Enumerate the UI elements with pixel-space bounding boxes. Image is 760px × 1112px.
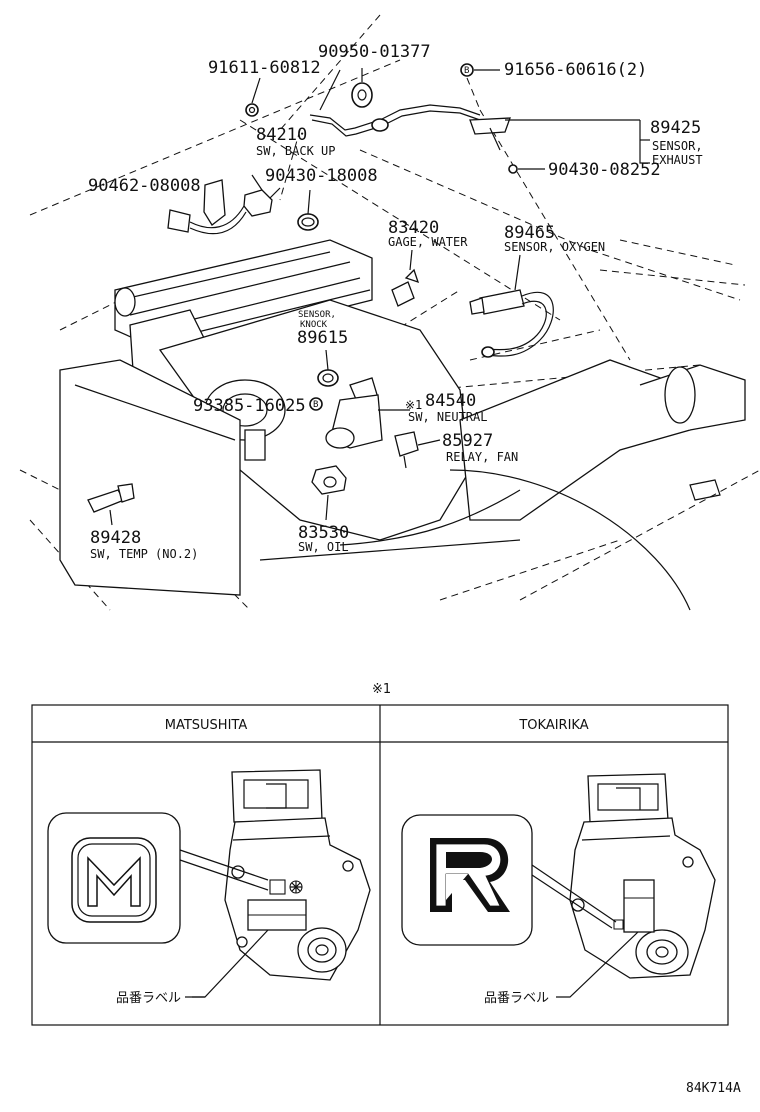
detail-mark: ※1 [372,682,391,697]
oxygen-sensor-part[interactable] [469,254,554,358]
tokairika-switch-drawing [531,773,716,998]
callout-84210-name: SW, BACK UP [256,144,335,158]
matsushita-switch-drawing [179,769,371,998]
callout-89615-name2: KNOCK [300,320,328,330]
gasket-90430-18008-part[interactable] [297,189,319,231]
callout-84540: 84540 [425,391,476,411]
callout-91611: 91611-60812 [208,58,321,78]
tokairika-logo-icon [430,838,510,912]
tokairika-panel: 品番ラベル [401,773,716,1006]
callout-90462: 90462-08008 [88,176,201,196]
callout-83530-name: SW, OIL [298,540,349,554]
svg-text:B: B [464,66,469,76]
callout-89425: 89425 [650,118,701,138]
callout-89465-name: SENSOR, OXYGEN [504,240,605,254]
backup-switch-part[interactable] [167,174,281,235]
label-hint-matsushita: 品番ラベル [116,991,181,1006]
matsushita-panel: 品番ラベル [47,769,371,1006]
callout-90950: 90950-01377 [318,42,431,62]
bolt-91656-part[interactable]: B [460,63,500,111]
fan-relay-part[interactable] [394,431,441,469]
engine-block [59,239,746,611]
callout-89425-name1: SENSOR, [652,139,703,153]
svg-text:B: B [313,400,318,410]
callout-89615: 89615 [297,328,348,348]
callout-91656: 91656-60616(2) [504,60,647,80]
callouts: 91611-60812 90950-01377 91656-60616(2) 8… [88,42,703,561]
oil-switch-part[interactable] [311,465,347,521]
callout-89428-name: SW, TEMP (NO.2) [90,547,198,561]
header-matsushita: MATSUSHITA [165,718,248,733]
callout-84540-mark: ※1 [405,398,422,412]
callout-90430-08252: 90430-08252 [548,160,661,180]
matsushita-logo-icon [71,837,157,923]
callout-84210: 84210 [256,125,307,145]
callout-83530: 83530 [298,523,349,543]
callout-83420: 83420 [388,218,439,238]
header-tokairika: TOKAIRIKA [518,718,588,733]
grommet-90950-part[interactable] [319,68,373,111]
neutral-switch-part[interactable] [325,377,410,449]
label-hint-tokairika: 品番ラベル [484,991,549,1006]
callout-89428: 89428 [90,528,141,548]
callout-89465: 89465 [504,223,555,243]
callout-85927-name: RELAY, FAN [446,450,518,464]
gasket-90430-08252-part[interactable] [508,164,545,174]
callout-85927: 85927 [442,431,493,451]
callout-93385: 93385-16025 [193,396,306,416]
callout-89425-name2: EXHAUST [652,153,703,167]
callout-84540-name: SW, NEUTRAL [408,410,487,424]
illustration-code: 84K714A [686,1081,741,1096]
water-gage-part[interactable] [391,249,420,307]
knock-sensor-part[interactable] [317,349,339,387]
callout-89615-name1: SENSOR, [298,310,336,320]
bolt-93385-part[interactable]: B [309,397,323,411]
detail-table: MATSUSHITA TOKAIRIKA [31,704,729,1026]
exhaust-sensor-part[interactable] [309,104,640,151]
temp-switch-part[interactable] [87,483,135,526]
callout-90430-18008: 90430-18008 [265,166,378,186]
callout-83420-name: GAGE, WATER [388,235,468,249]
nut-91611-part[interactable] [245,77,261,117]
